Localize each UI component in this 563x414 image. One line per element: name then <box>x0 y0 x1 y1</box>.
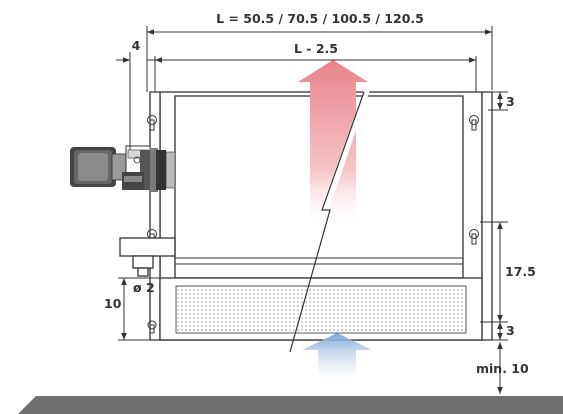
dim-top-offset: 3 <box>488 91 515 111</box>
valve-icon <box>70 145 176 192</box>
side-offset-label: 4 <box>132 38 141 53</box>
top-offset-label: 3 <box>506 94 515 109</box>
dim-floor-clearance: min. 10 <box>476 342 529 394</box>
cool-air-arrow-icon <box>302 333 372 382</box>
break-line <box>289 90 370 353</box>
floor-clearance-label: min. 10 <box>476 361 529 376</box>
dim-mount-spacing: 17.5 <box>480 221 536 322</box>
left-bracket <box>149 91 161 341</box>
right-bracket <box>481 91 493 341</box>
floor <box>18 396 563 414</box>
dim-bottom-offset: 3 <box>480 321 515 341</box>
perforated-grille <box>175 285 467 334</box>
dim-inner-length: L - 2.5 <box>154 41 477 92</box>
pipe-diameter-label: ø 2 <box>133 280 155 295</box>
dim-pipe-diameter: ø 2 <box>133 277 155 295</box>
pipe-block <box>119 237 176 257</box>
dim-total-length: L = 50.5 / 70.5 / 100.5 / 120.5 <box>146 11 493 92</box>
pipe-height-label: 10 <box>104 296 122 311</box>
warm-air-arrow-icon <box>298 60 368 230</box>
dim-side-offset: 4 <box>116 38 160 150</box>
mount-spacing-label: 17.5 <box>505 264 536 279</box>
bottom-offset-label: 3 <box>506 323 515 338</box>
total-length-label: L = 50.5 / 70.5 / 100.5 / 120.5 <box>216 11 424 26</box>
inner-length-label: L - 2.5 <box>294 41 338 56</box>
